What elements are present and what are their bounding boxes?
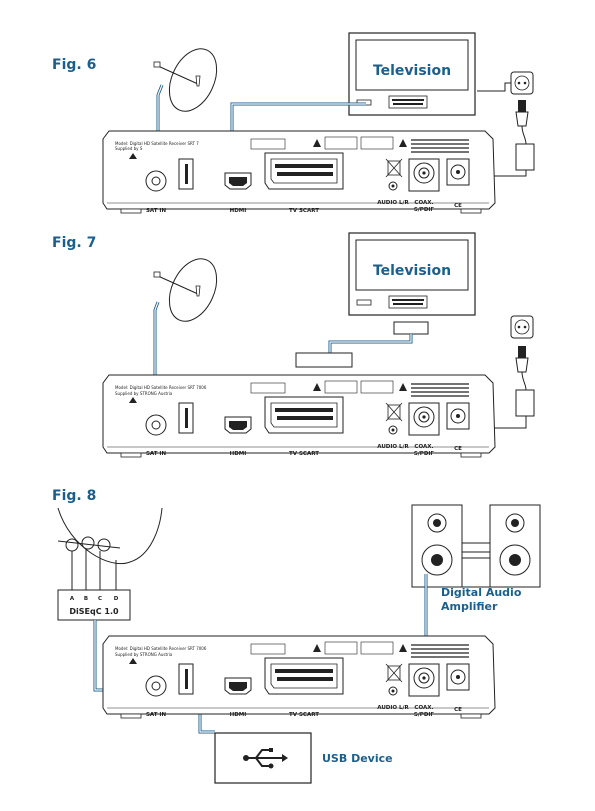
fig6-television: Television xyxy=(348,32,476,116)
fig6-sat-in-label: SAT IN xyxy=(146,208,167,214)
fig6-model-line: Model: Digital HD Satellite Receiver SRT… xyxy=(115,141,199,146)
fig8-dish-arc xyxy=(57,507,163,564)
fig7-scart-label: TV SCART xyxy=(289,451,319,457)
fig7-television: Television xyxy=(348,232,476,316)
fig6-label: Fig. 6 xyxy=(52,57,96,73)
diseqc-port-d: D xyxy=(114,596,119,602)
diseqc-port-b: B xyxy=(84,596,88,602)
fig8-sat-in-label: SAT IN xyxy=(146,712,167,718)
fig6-scart-label: TV SCART xyxy=(289,208,319,214)
fig7-spdif-label: S/PDIF xyxy=(414,451,435,457)
fig7-coax-label: COAX. xyxy=(414,444,433,450)
fig7-power-adaptor xyxy=(515,345,535,417)
fig7-receiver: Model: Digital HD Satellite Receiver SRT… xyxy=(102,374,496,458)
fig7-satellite-dish xyxy=(153,250,227,330)
fig6-ce-mark: CE xyxy=(454,203,462,209)
fig7-audio-label: AUDIO L/R xyxy=(377,444,409,450)
fig8-spdif-label: S/PDIF xyxy=(414,712,435,718)
usb-icon xyxy=(246,749,282,767)
fig7-hdmi-label: HDMI xyxy=(230,451,247,457)
fig6-hdmi-label: HDMI xyxy=(230,208,247,214)
diseqc-label: DiSEqC 1.0 xyxy=(69,607,119,616)
fig8-ce-mark: CE xyxy=(454,707,462,713)
fig8-model-line: Model: Digital HD Satellite Receiver SRT… xyxy=(115,646,207,651)
fig7-label: Fig. 7 xyxy=(52,235,96,251)
fig6-tv-label: Television xyxy=(373,63,451,79)
fig8-hdmi-label: HDMI xyxy=(230,712,247,718)
amplifier-label-line2: Amplifier xyxy=(441,600,498,613)
fig7-supplied-line: Supplied by STRONG Austria xyxy=(115,391,173,396)
fig8-supplied-line: Supplied by STRONG Austria xyxy=(115,652,173,657)
amplifier-label-line1: Digital Audio xyxy=(441,586,522,599)
usb-device xyxy=(214,732,312,784)
fig6-satellite-dish xyxy=(153,40,227,120)
diseqc-port-a: A xyxy=(70,596,75,602)
fig6-coax-label: COAX. xyxy=(414,200,433,206)
fig6-wall-socket xyxy=(510,71,534,95)
fig8-audio-label: AUDIO L/R xyxy=(377,705,409,711)
fig7-wall-socket xyxy=(510,315,534,339)
fig6-spdif-label: S/PDIF xyxy=(414,207,435,213)
fig8-lnbs xyxy=(57,536,121,590)
fig6-audio-label: AUDIO L/R xyxy=(377,200,409,206)
fig8-coax-label: COAX. xyxy=(414,705,433,711)
usb-device-label: USB Device xyxy=(322,752,393,765)
audio-amplifier xyxy=(411,504,541,588)
fig7-model-line: Model: Digital HD Satellite Receiver SRT… xyxy=(115,385,207,390)
fig7-tv-label: Television xyxy=(373,263,451,279)
fig6-supplied-line: Supplied by S xyxy=(115,146,143,151)
fig6-receiver: Model: Digital HD Satellite Receiver SRT… xyxy=(102,130,496,214)
fig6-power-adaptor xyxy=(515,99,535,171)
fig8-scart-label: TV SCART xyxy=(289,712,319,718)
fig7-sat-in-label: SAT IN xyxy=(146,451,167,457)
diseqc-switch: A B C D DiSEqC 1.0 xyxy=(57,589,131,621)
fig7-ce-mark: CE xyxy=(454,446,462,452)
fig8-receiver: Model: Digital HD Satellite Receiver SRT… xyxy=(102,635,496,719)
fig8-label: Fig. 8 xyxy=(52,488,96,504)
diseqc-port-c: C xyxy=(98,596,102,602)
